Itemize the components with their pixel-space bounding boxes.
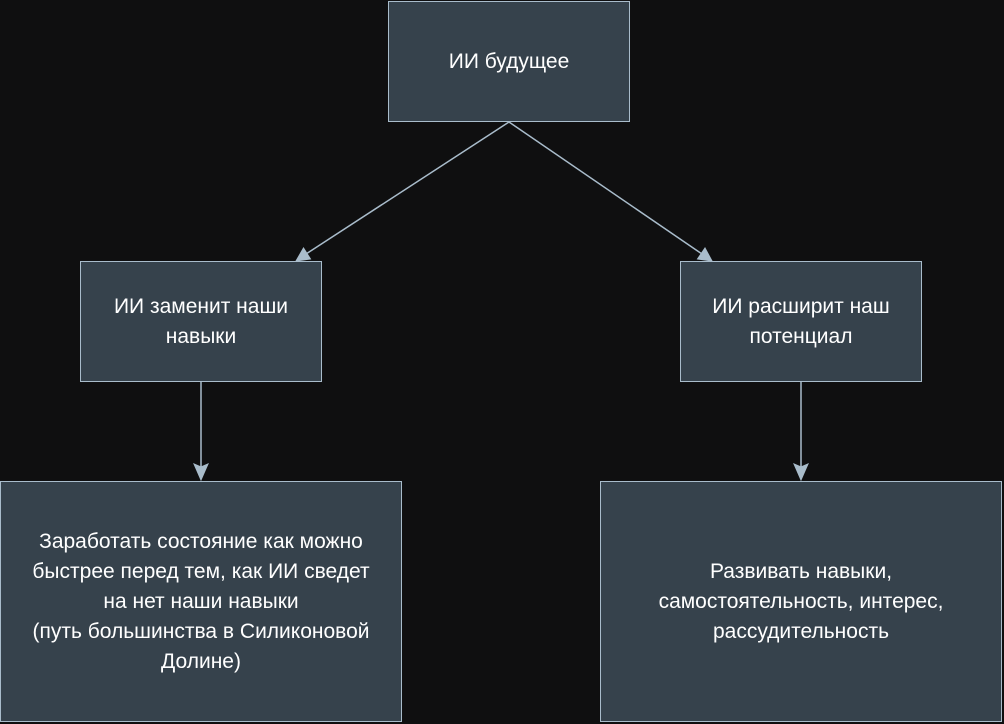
node-ai-replaces-skills[interactable]: ИИ заменит наши навыки (80, 261, 322, 382)
edge-root-to-left-arrowhead (295, 247, 312, 262)
edge-root-to-left (305, 121, 510, 255)
edge-left-to-left-child-arrowhead (193, 463, 209, 482)
node-make-fortune[interactable]: Заработать состояние как можно быстрее п… (0, 481, 402, 722)
edge-right-to-right-child-arrowhead (793, 463, 809, 482)
node-develop-skills-label: Развивать навыки, самостоятельность, инт… (658, 559, 944, 643)
node-ai-expands-potential[interactable]: ИИ расширит наш потенциал (680, 261, 922, 382)
edge-root-to-right (508, 121, 703, 255)
edge-root-to-right-arrowhead (696, 247, 713, 262)
node-ai-expands-potential-label: ИИ расширит наш потенциал (712, 294, 890, 348)
node-ai-replaces-skills-label: ИИ заменит наши навыки (113, 294, 289, 348)
node-ai-future-label: ИИ будущее (448, 49, 570, 73)
node-ai-future[interactable]: ИИ будущее (388, 1, 630, 122)
node-develop-skills[interactable]: Развивать навыки, самостоятельность, инт… (600, 481, 1002, 722)
node-make-fortune-label: Заработать состояние как можно быстрее п… (32, 529, 370, 673)
